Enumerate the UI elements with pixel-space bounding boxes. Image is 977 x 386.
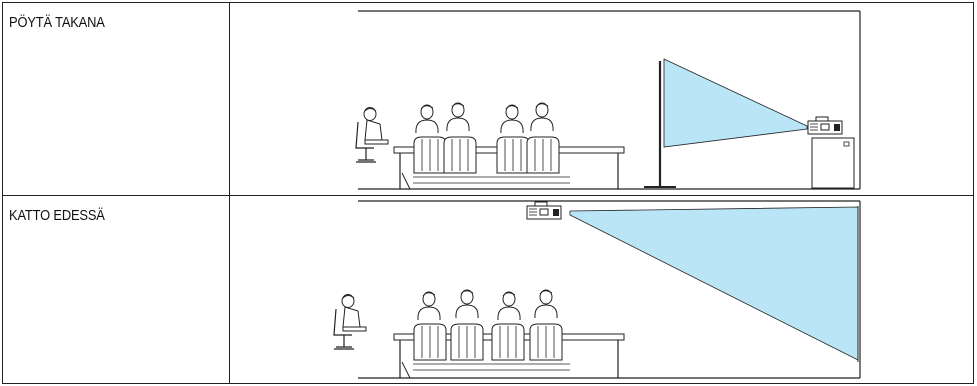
front-ceiling-illustration xyxy=(230,196,974,384)
seated-audience-icon xyxy=(334,290,570,370)
rear-desk-illustration xyxy=(230,3,974,195)
label-cell: KATTO EDESSÄ xyxy=(3,195,230,384)
row-label: PÖYTÄ TAKANA xyxy=(3,3,197,31)
illustration-cell xyxy=(230,195,974,384)
label-cell: PÖYTÄ TAKANA xyxy=(3,3,230,196)
row-label: KATTO EDESSÄ xyxy=(3,196,197,224)
illustration-cell xyxy=(230,3,974,196)
projector-icon xyxy=(808,117,842,134)
seated-audience-icon xyxy=(356,103,570,183)
projector-icon xyxy=(527,201,561,219)
projection-beam xyxy=(664,59,807,147)
table-row: PÖYTÄ TAKANA xyxy=(3,3,974,196)
table-row: KATTO EDESSÄ xyxy=(3,195,974,384)
